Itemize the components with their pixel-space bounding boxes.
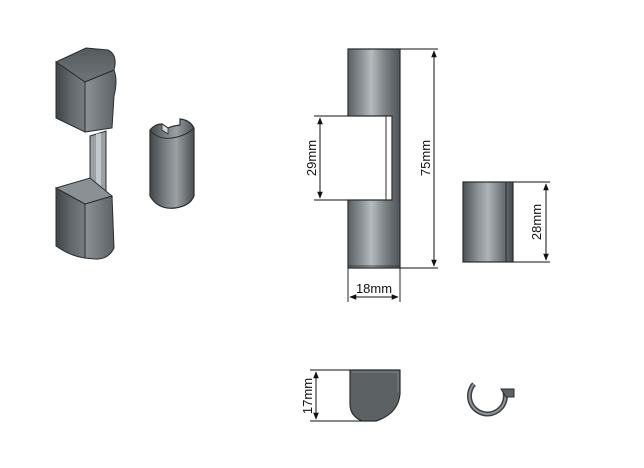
dim-label-width: 18mm	[356, 281, 392, 296]
profile-shape	[349, 369, 401, 422]
dimension-cutout-height: 29mm	[304, 115, 348, 201]
iso-bottom-leaf-side	[84, 195, 115, 260]
clip-tab	[500, 388, 515, 398]
dim-label-sleeve-height: 28mm	[529, 204, 544, 240]
dimension-width: 18mm	[347, 268, 401, 302]
profile-view	[349, 369, 401, 422]
isometric-hinge	[54, 47, 117, 260]
dimension-total-height: 75mm	[400, 48, 438, 269]
dim-label-cutout-height: 29mm	[304, 140, 319, 176]
dimension-depth: 17mm	[300, 369, 362, 422]
iso-sleeve-rim	[149, 127, 195, 139]
front-view-hinge	[347, 48, 401, 269]
sleeve-side-view	[462, 181, 514, 263]
dim-label-depth: 17mm	[300, 378, 315, 414]
sleeve-side-body	[462, 181, 514, 263]
dimension-sleeve-height: 28mm	[513, 181, 550, 263]
iso-bottom-leaf-top	[54, 177, 114, 205]
iso-sleeve-body	[149, 118, 195, 209]
sleeve-profile-clip	[466, 382, 515, 417]
iso-top-leaf-side	[84, 69, 117, 133]
front-view-body	[347, 48, 401, 269]
isometric-sleeve	[149, 118, 195, 209]
iso-sleeve-slot	[161, 123, 169, 135]
dim-label-total-height: 75mm	[418, 140, 433, 176]
